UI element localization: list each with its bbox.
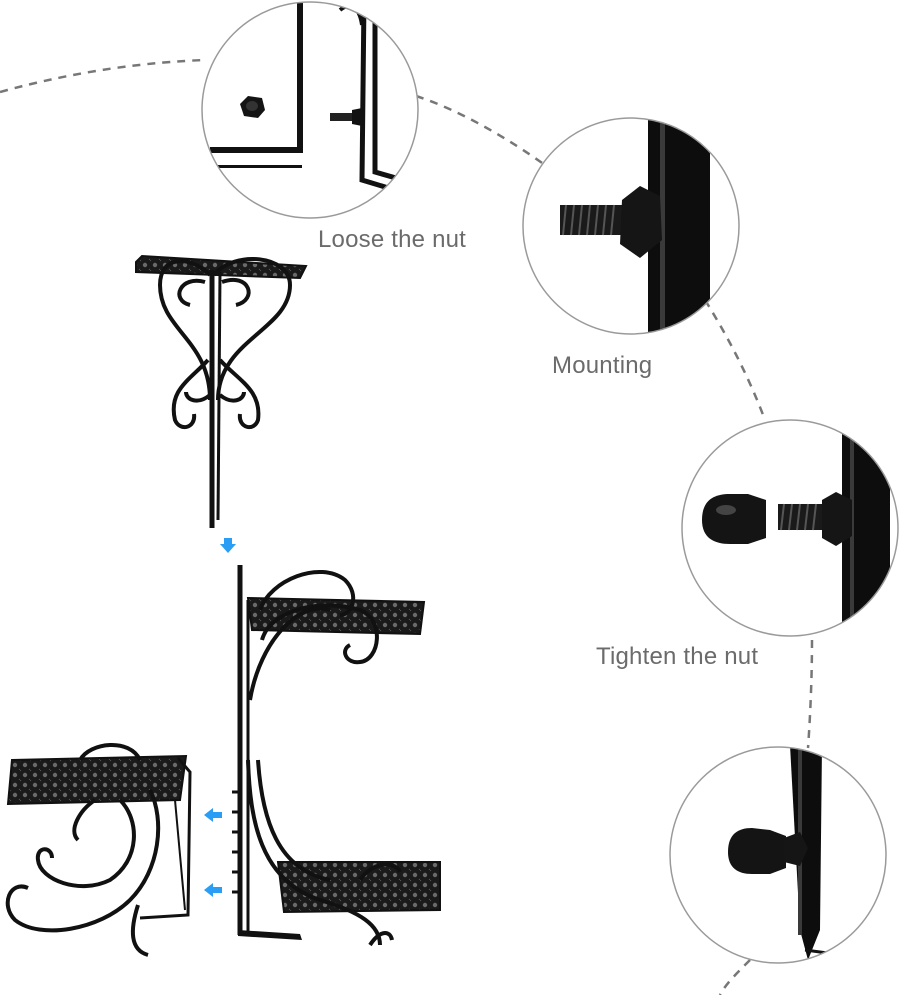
detail-circle-tightened	[669, 746, 887, 964]
main-frame-piece	[232, 565, 441, 947]
detail-circle-loose-nut	[201, 1, 419, 219]
left-arrow-icon-lower	[204, 883, 222, 897]
down-arrow-icon	[220, 538, 236, 553]
left-arrow-icon-upper	[204, 808, 222, 822]
top-shelf-piece	[135, 254, 308, 528]
detail-circle-tighten-nut	[681, 419, 899, 637]
detail-circle-mounting	[522, 117, 740, 335]
left-shelf-piece	[5, 743, 192, 957]
caption-loose-the-nut: Loose the nut	[318, 226, 467, 253]
caption-tighten-the-nut: Tighten the nut	[596, 643, 759, 670]
caption-mounting: Mounting	[552, 352, 653, 379]
